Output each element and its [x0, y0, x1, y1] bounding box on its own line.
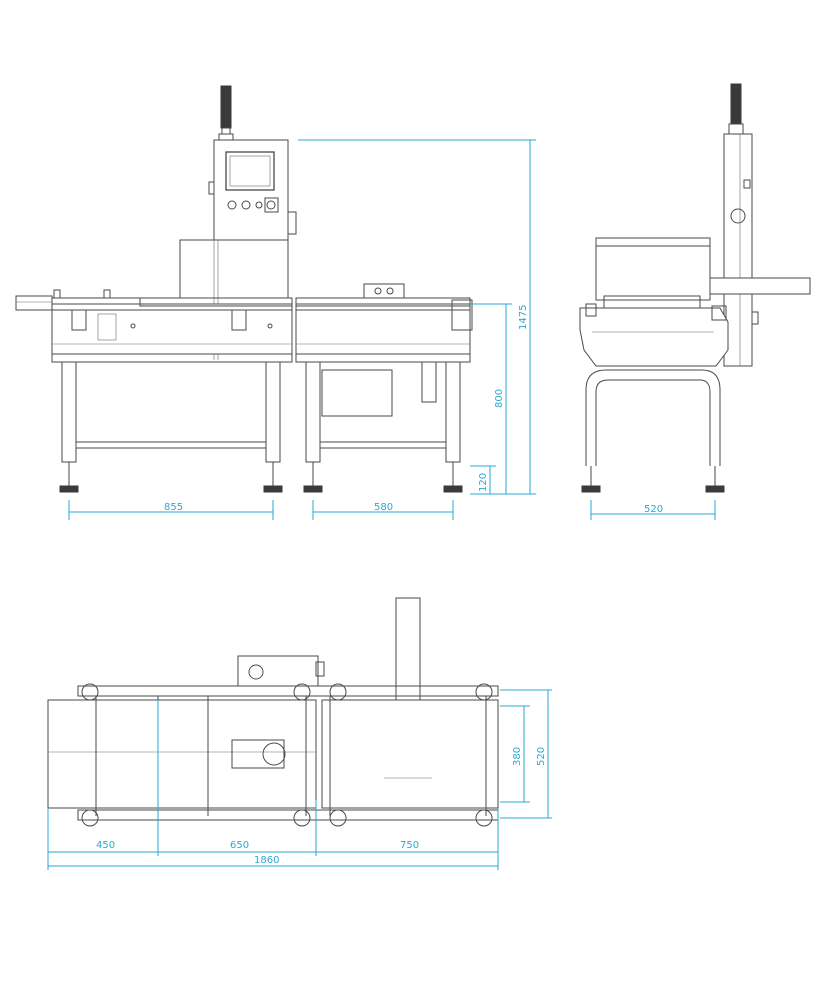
dim-top-frame-width: 520 [536, 747, 547, 766]
dim-top-infeed: 450 [96, 840, 115, 851]
front-view [15, 85, 473, 493]
weighing-tunnel [179, 239, 289, 299]
control-button-icon [241, 200, 251, 210]
beacon-light-icon [730, 83, 742, 125]
touch-screen [225, 151, 275, 191]
cabinet-column [395, 597, 421, 707]
top-view [47, 597, 499, 827]
top-view-dimensions: 450 650 750 1860 380 520 [47, 689, 552, 870]
dim-top-weigh: 650 [230, 840, 249, 851]
sorting-unit [363, 283, 405, 299]
side-view-dimensions: 520 [590, 500, 716, 520]
side-cabinet [723, 133, 753, 367]
emergency-stop-icon [264, 197, 279, 213]
conveyor-outfeed-top [321, 699, 499, 809]
dim-front-right: 580 [374, 502, 393, 513]
stand-right [303, 361, 463, 493]
conveyor-right [295, 283, 473, 363]
electrical-box [321, 369, 393, 417]
control-box [237, 655, 319, 687]
protective-cover [595, 237, 711, 301]
dim-top-belt-width: 380 [512, 747, 523, 766]
control-cabinet [208, 139, 297, 241]
side-view [579, 83, 811, 493]
air-filter-regulator [421, 361, 437, 403]
conveyor-left [51, 297, 293, 363]
dim-table-height: 800 [494, 389, 505, 408]
dim-foot-height: 120 [478, 473, 489, 492]
dim-side-width: 520 [644, 504, 663, 515]
dim-top-total: 1860 [254, 855, 279, 866]
control-button-icon [255, 201, 263, 209]
dim-front-left: 855 [164, 502, 183, 513]
conveyor-weigh-top [47, 699, 317, 809]
dim-total-height: 1475 [518, 305, 529, 330]
dim-top-outfeed: 750 [400, 840, 419, 851]
emergency-stop-icon [730, 208, 746, 224]
front-view-dimensions: 855 580 1475 800 120 [68, 139, 536, 520]
control-button-icon [227, 200, 237, 210]
beacon-light-icon [218, 85, 234, 141]
stand-left [59, 361, 283, 493]
